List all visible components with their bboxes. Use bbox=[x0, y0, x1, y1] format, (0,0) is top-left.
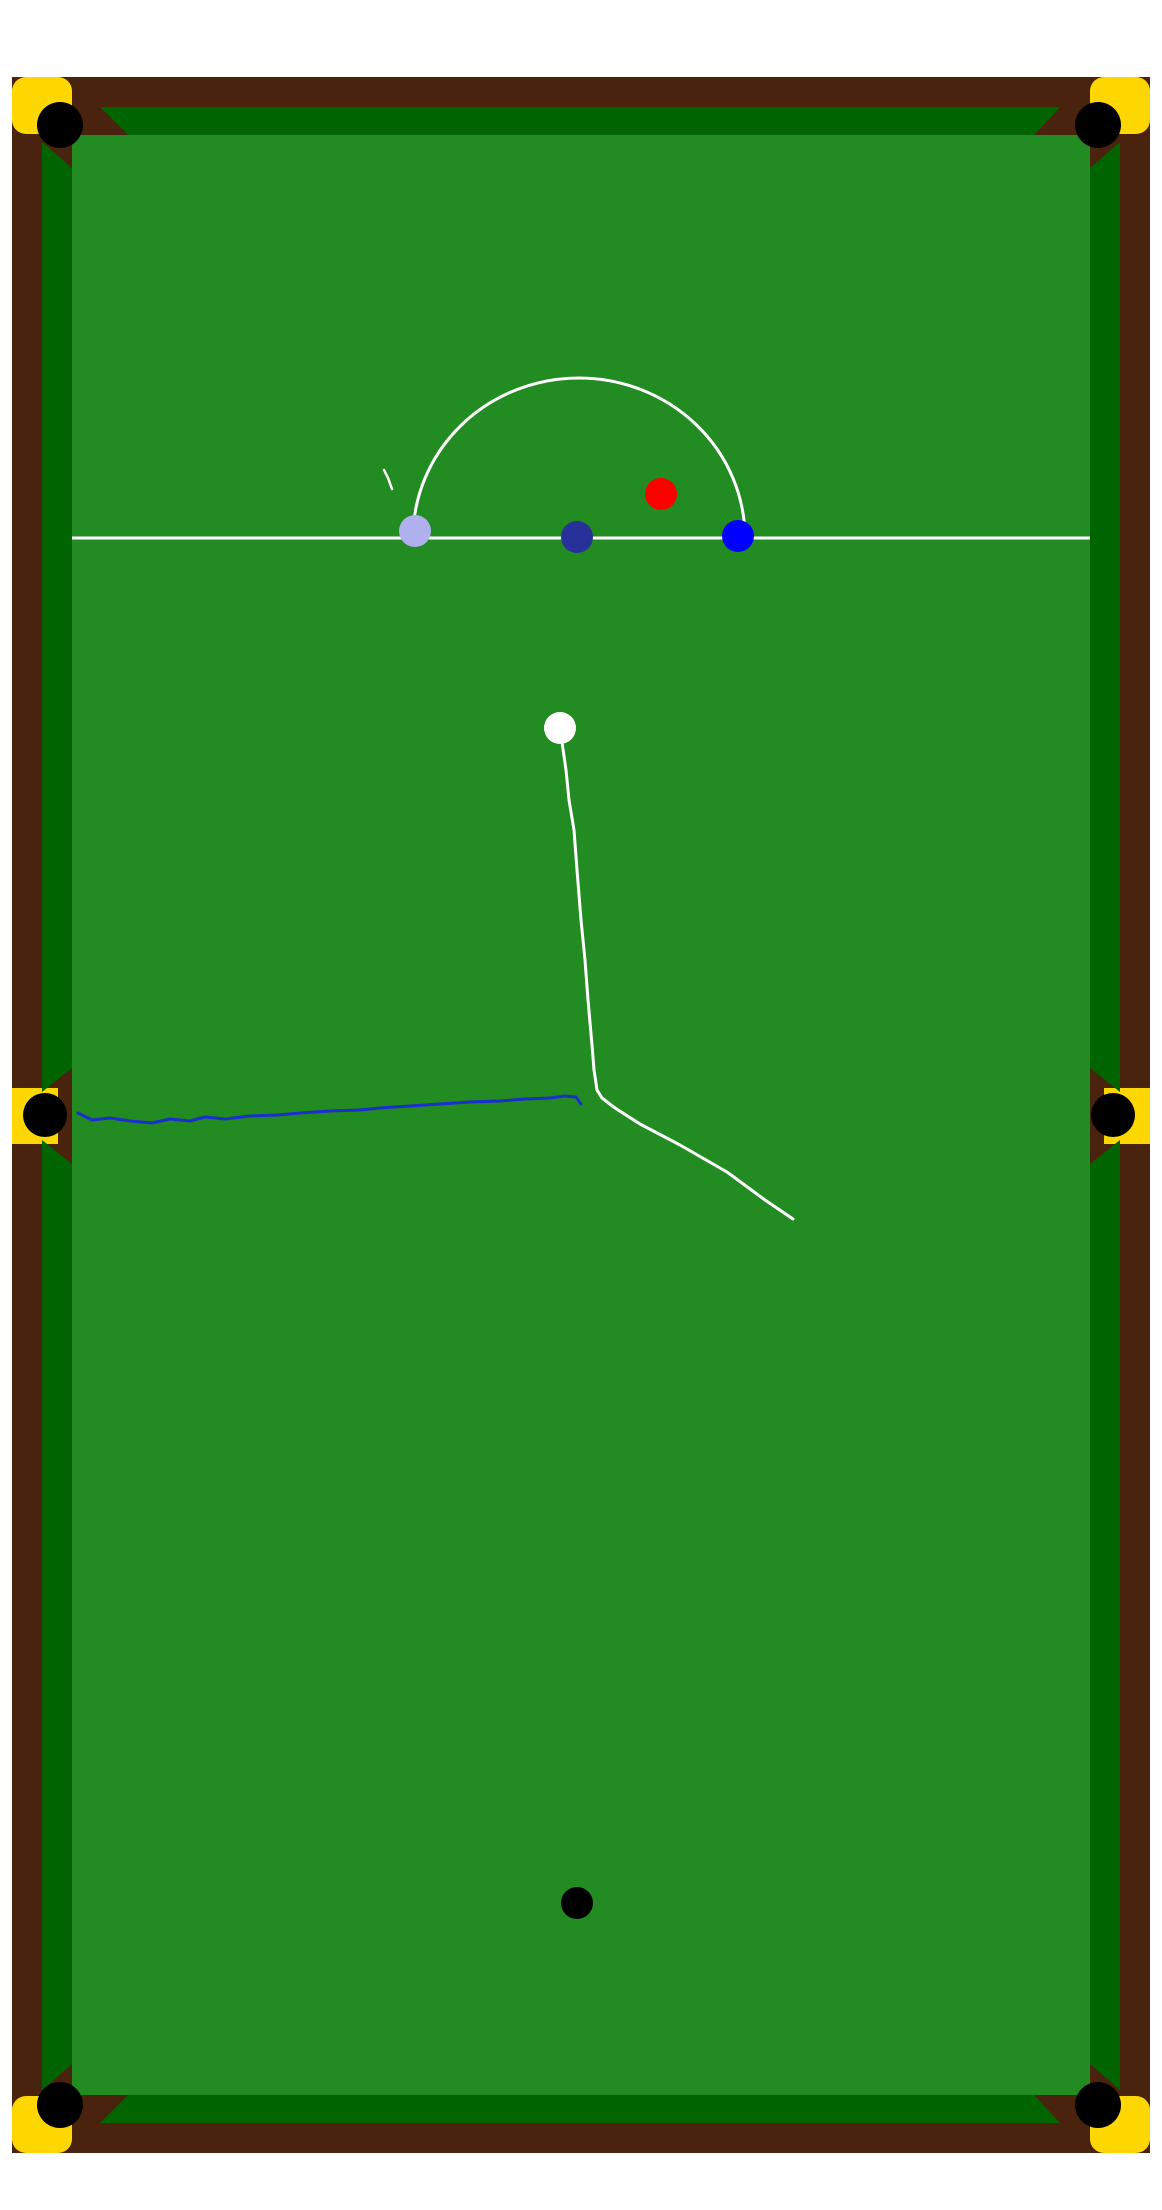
black-ball[interactable] bbox=[561, 1887, 593, 1919]
pocket-bottom-left[interactable] bbox=[37, 2082, 83, 2128]
pocket-middle-left[interactable] bbox=[23, 1093, 67, 1137]
red-ball[interactable] bbox=[645, 478, 677, 510]
pocket-top-right[interactable] bbox=[1075, 102, 1121, 148]
cushion-left-lower bbox=[42, 1140, 72, 2090]
brown-spot-ball[interactable] bbox=[561, 521, 593, 553]
pocket-middle-right[interactable] bbox=[1091, 1093, 1135, 1137]
d-semicircle bbox=[411, 376, 747, 539]
table-cloth[interactable] bbox=[72, 135, 1090, 2095]
pocket-bottom-right[interactable] bbox=[1075, 2082, 1121, 2128]
cushion-top bbox=[100, 107, 1060, 135]
cushion-right-lower bbox=[1090, 1140, 1120, 2090]
cushion-right-upper bbox=[1090, 142, 1120, 1092]
cushion-left-upper bbox=[42, 142, 72, 1092]
cushion-bottom bbox=[100, 2095, 1060, 2123]
stray-mark bbox=[382, 468, 394, 491]
object-ball-path bbox=[76, 1094, 583, 1125]
cue-ball[interactable] bbox=[544, 712, 576, 744]
cue-ball-path bbox=[560, 740, 795, 1221]
pocket-top-left[interactable] bbox=[37, 102, 83, 148]
yellow-spot-ball[interactable] bbox=[399, 515, 431, 547]
green-spot-ball[interactable] bbox=[722, 520, 754, 552]
